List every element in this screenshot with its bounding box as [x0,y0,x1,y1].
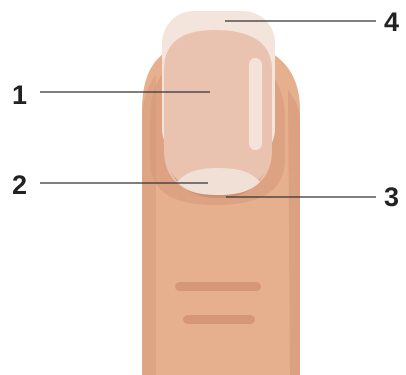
leader-lines [40,20,376,198]
nail [162,11,275,198]
knuckle-crease-upper [175,282,261,291]
knuckle-crease-lower [183,315,255,324]
callout-labels: 1 2 3 4 [12,7,399,212]
finger-right-shadow [288,90,300,375]
nail-highlight [249,58,262,150]
callout-label-4: 4 [384,7,399,37]
lunula [177,168,260,195]
nail-plate [164,30,272,195]
callout-label-3: 3 [384,182,399,212]
callout-label-1: 1 [12,80,27,110]
callout-label-2: 2 [12,170,27,200]
